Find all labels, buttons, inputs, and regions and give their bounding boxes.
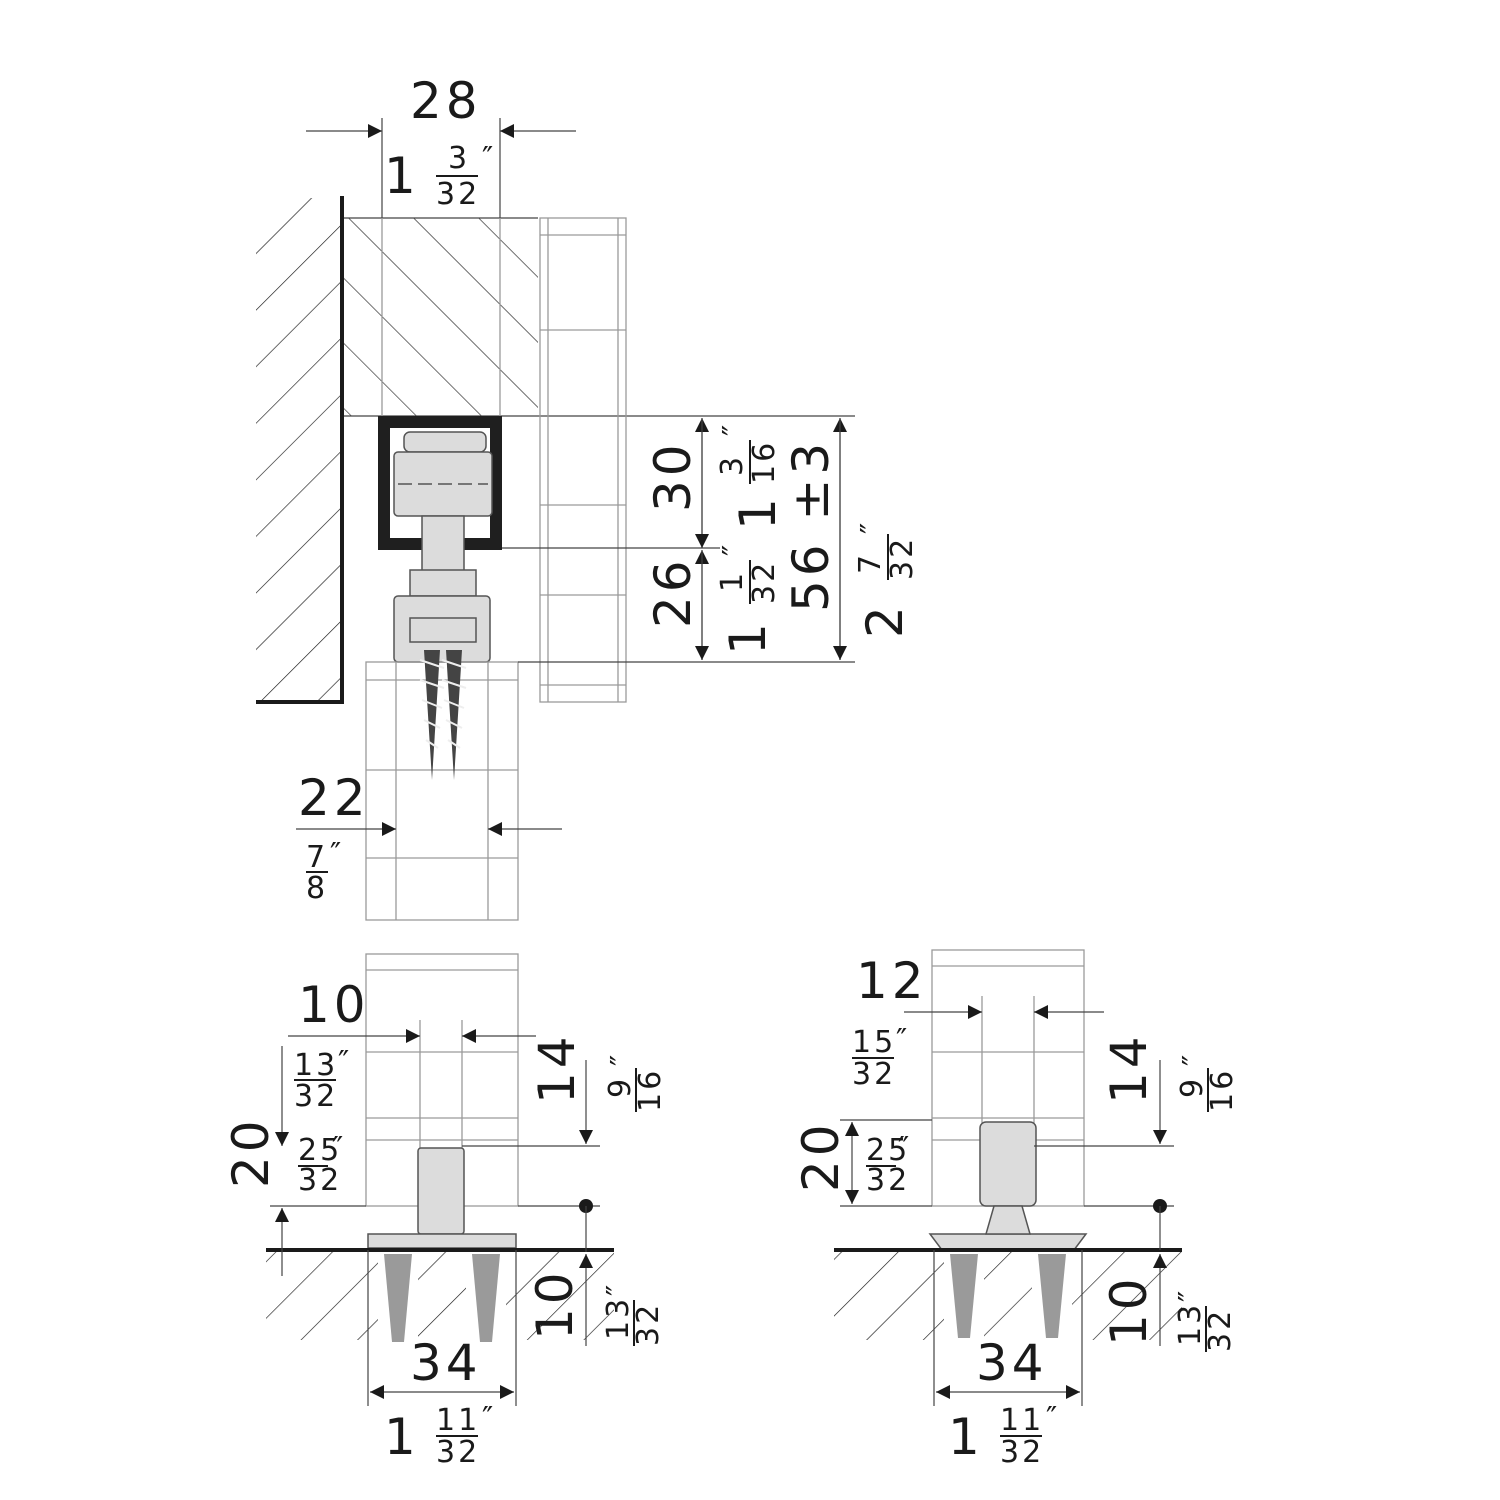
dim-total-in-den: 32: [885, 536, 920, 580]
gr-depth-mm: 10: [1100, 1274, 1158, 1346]
floor-guide-right: 12 15 32 ″ 20 25 32 ″ 14 9 16 ″: [792, 949, 1240, 1470]
dim-width-in-den: 32: [436, 177, 480, 212]
mounting-screws: [419, 650, 467, 780]
dim-door: 22 7 8 ″: [296, 769, 562, 906]
gr-engage-inch-mark: ″: [1177, 1052, 1212, 1066]
gr-height-in-den: 32: [866, 1163, 910, 1198]
trolley: [393, 431, 493, 663]
gl-base-in-whole: 1: [384, 1408, 420, 1466]
gr-base-in-den: 32: [1000, 1435, 1044, 1470]
gl-slot-in-den: 32: [294, 1079, 338, 1114]
side-panel: [539, 217, 627, 703]
gr-engage-mm: 14: [1100, 1032, 1158, 1104]
gl-base-mm: 34: [410, 1334, 482, 1392]
gr-height-inch-mark: ″: [898, 1131, 912, 1166]
gr-base-mm: 34: [976, 1334, 1048, 1392]
gl-base-inch-mark: ″: [482, 1401, 496, 1436]
gr-depth-in-num: 13: [1173, 1302, 1208, 1346]
dim-track-in-whole: 1: [729, 494, 787, 530]
gl-height-inch-mark: ″: [332, 1131, 346, 1166]
gr-base-inch-mark: ″: [1046, 1401, 1060, 1436]
dim-track-in-num: 3: [715, 454, 750, 476]
dim-total-inch-mark: ″: [855, 520, 890, 534]
gr-height-mm: 20: [792, 1120, 850, 1192]
dim-door-in-den: 8: [306, 871, 328, 906]
dim-width: 28 1 3 32 ″: [306, 72, 576, 218]
gl-engage-in-num: 9: [603, 1076, 638, 1098]
gl-depth-inch-mark: ″: [601, 1282, 636, 1296]
gl-slot-inch-mark: ″: [338, 1045, 352, 1080]
gl-engage-inch-mark: ″: [605, 1052, 640, 1066]
gr-engage-in-num: 9: [1175, 1076, 1210, 1098]
dim-width-mm: 28: [410, 72, 482, 130]
dim-width-in-num: 3: [448, 141, 470, 176]
gr-depth-in-den: 32: [1203, 1308, 1238, 1352]
gr-engage-in-den: 16: [1205, 1068, 1240, 1112]
gl-base-in-num: 11: [436, 1403, 480, 1438]
header-beam: [344, 217, 855, 417]
gl-depth-in-num: 13: [601, 1296, 636, 1340]
gr-base-in-whole: 1: [948, 1408, 984, 1466]
dim-gap-inch-mark: ″: [717, 542, 752, 556]
dim-vertical-group: 30 26 1 3 16 ″ 1 1: [502, 418, 920, 663]
gr-depth-inch-mark: ″: [1173, 1288, 1208, 1302]
floor-guide-left: 10 13 32 ″ 20 25 32 ″ 14 9 16 ″: [222, 953, 668, 1470]
gr-slot-inch-mark: ″: [896, 1023, 910, 1058]
gr-height-in-num: 25: [866, 1133, 910, 1168]
dim-door-in-num: 7: [306, 840, 328, 875]
dim-total-mm: 56 ±3: [782, 439, 840, 612]
dim-total-in-whole: 2: [856, 602, 914, 638]
gl-base-in-den: 32: [436, 1435, 480, 1470]
gl-height-in-den: 32: [298, 1163, 342, 1198]
gl-engage-mm: 14: [528, 1032, 586, 1104]
gr-slot-mm: 12: [856, 952, 928, 1010]
dim-gap-in-whole: 1: [719, 619, 777, 655]
dim-gap-mm: 26: [644, 556, 702, 628]
dim-total-in-num: 7: [853, 552, 888, 574]
gr-slot-in-den: 32: [852, 1057, 896, 1092]
dim-track-inch-mark: ″: [717, 422, 752, 436]
gl-slot-mm: 10: [298, 976, 370, 1034]
dim-door-mm: 22: [298, 769, 370, 827]
gl-depth-in-den: 32: [631, 1302, 666, 1346]
dim-gap-in-num: 1: [715, 570, 750, 592]
wall-section: [256, 196, 344, 704]
gl-engage-in-den: 16: [633, 1068, 668, 1112]
door-panel: [365, 661, 519, 921]
gl-height-mm: 20: [222, 1116, 280, 1188]
dim-width-in-whole: 1: [384, 147, 420, 205]
dim-track-mm: 30: [644, 440, 702, 512]
gl-height-in-num: 25: [298, 1133, 342, 1168]
dim-gap-in-den: 32: [747, 560, 782, 604]
gl-depth-mm: 10: [526, 1268, 584, 1340]
gr-slot-in-num: 15: [852, 1025, 896, 1060]
top-view: 28 1 3 32 ″ 30 26 1: [256, 72, 920, 921]
dim-width-inch-mark: ″: [482, 141, 496, 176]
dim-door-inch-mark: ″: [330, 837, 344, 872]
gl-slot-in-num: 13: [294, 1048, 338, 1083]
gr-base-in-num: 11: [1000, 1403, 1044, 1438]
dim-track-in-den: 16: [747, 440, 782, 484]
